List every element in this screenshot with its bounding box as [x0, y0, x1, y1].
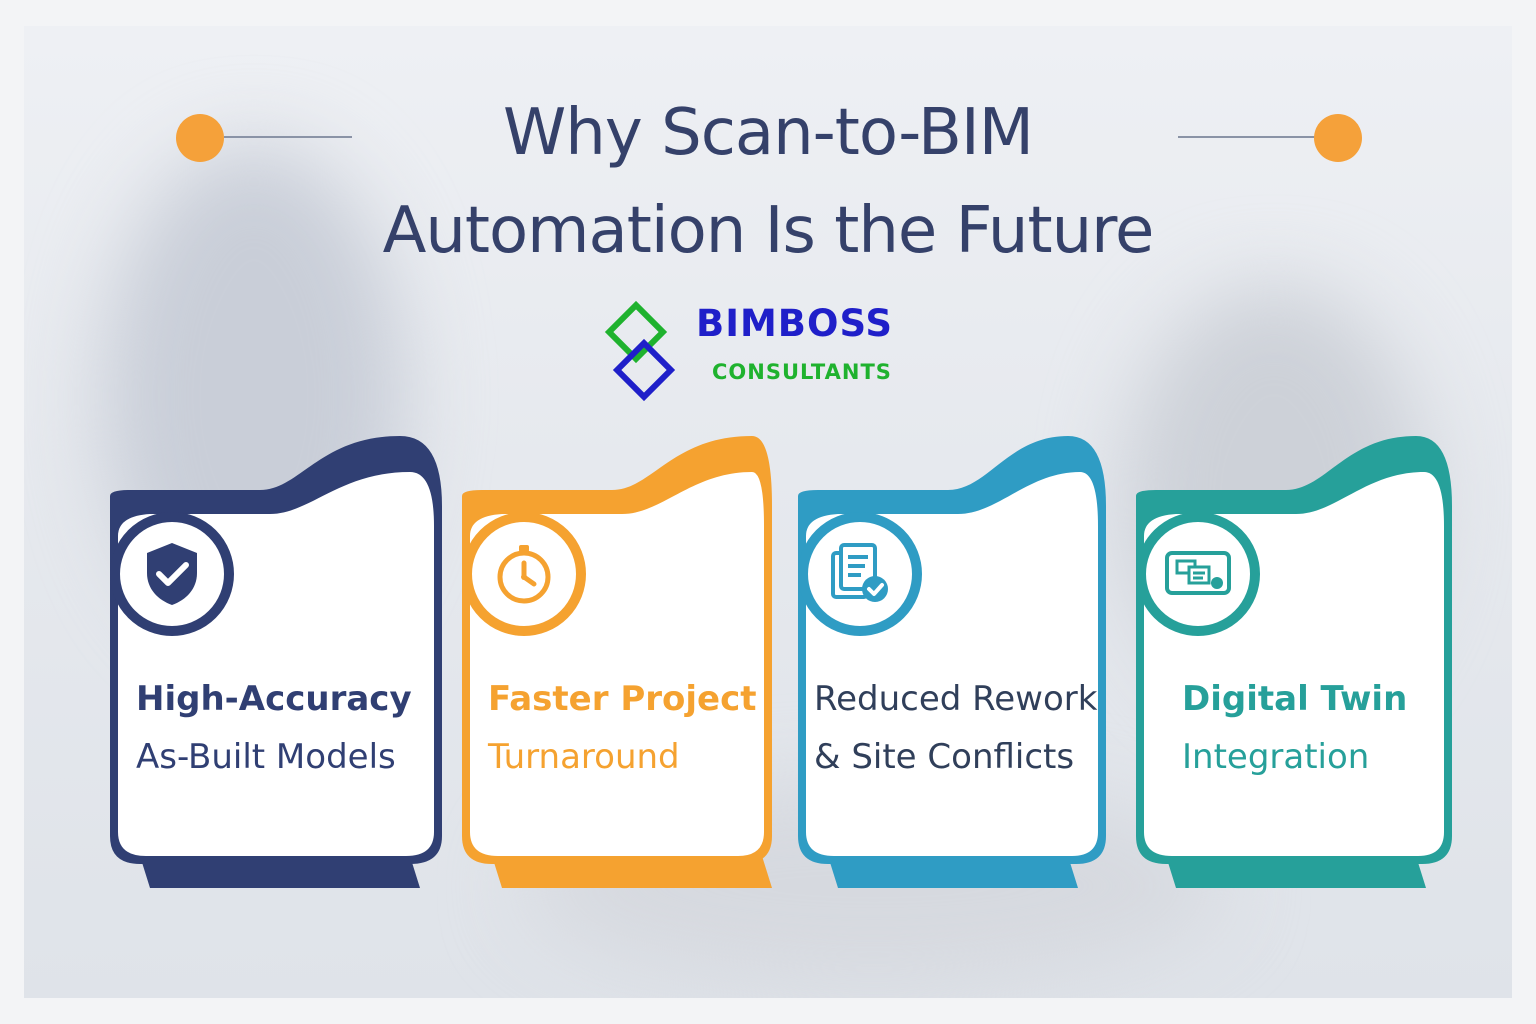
feature-title: High-Accuracy [136, 679, 412, 719]
feature-card-text: Reduced Rework & Site Conflicts [814, 670, 1097, 786]
feature-subtitle: Turnaround [488, 737, 680, 777]
logo-tagline: CONSULTANTS [712, 360, 892, 384]
card-shape [462, 436, 772, 888]
feature-card-faster-project: Faster Project Turnaround [462, 436, 797, 896]
feature-card-high-accuracy: High-Accuracy As-Built Models [110, 436, 445, 896]
document-check-icon [798, 512, 922, 636]
decorative-dot-left [176, 114, 224, 162]
feature-card-reduced-rework: Reduced Rework & Site Conflicts [798, 436, 1133, 896]
logo-diamond-icon [604, 300, 676, 402]
card-shape [1136, 436, 1452, 888]
logo-name: BIMBOSS [696, 302, 894, 345]
decorative-line-right [1178, 136, 1318, 138]
feature-subtitle: As-Built Models [136, 737, 396, 777]
title-line-2: Automation Is the Future [382, 194, 1155, 268]
title-line-1: Why Scan-to-BIM [503, 96, 1034, 170]
feature-card-text: Digital Twin Integration [1182, 670, 1407, 786]
feature-card-digital-twin: Digital Twin Integration [1136, 436, 1471, 896]
feature-title: Digital Twin [1182, 679, 1408, 719]
feature-card-text: High-Accuracy As-Built Models [136, 670, 412, 786]
shield-check-icon [110, 512, 234, 636]
card-shape [798, 436, 1106, 888]
company-logo: BIMBOSS CONSULTANTS [600, 296, 930, 406]
card-shape [110, 436, 442, 888]
decorative-line-left [224, 136, 352, 138]
feature-card-text: Faster Project Turnaround [488, 670, 757, 786]
feature-subtitle: & Site Conflicts [814, 737, 1075, 777]
feature-subtitle: Integration [1182, 737, 1370, 777]
clock-icon [462, 512, 586, 636]
feature-title: Faster Project [488, 679, 757, 719]
decorative-dot-right [1314, 114, 1362, 162]
digital-screen-icon [1136, 512, 1260, 636]
feature-title: Reduced Rework [814, 679, 1098, 719]
page-title: Why Scan-to-BIM Automation Is the Future [0, 84, 1536, 280]
